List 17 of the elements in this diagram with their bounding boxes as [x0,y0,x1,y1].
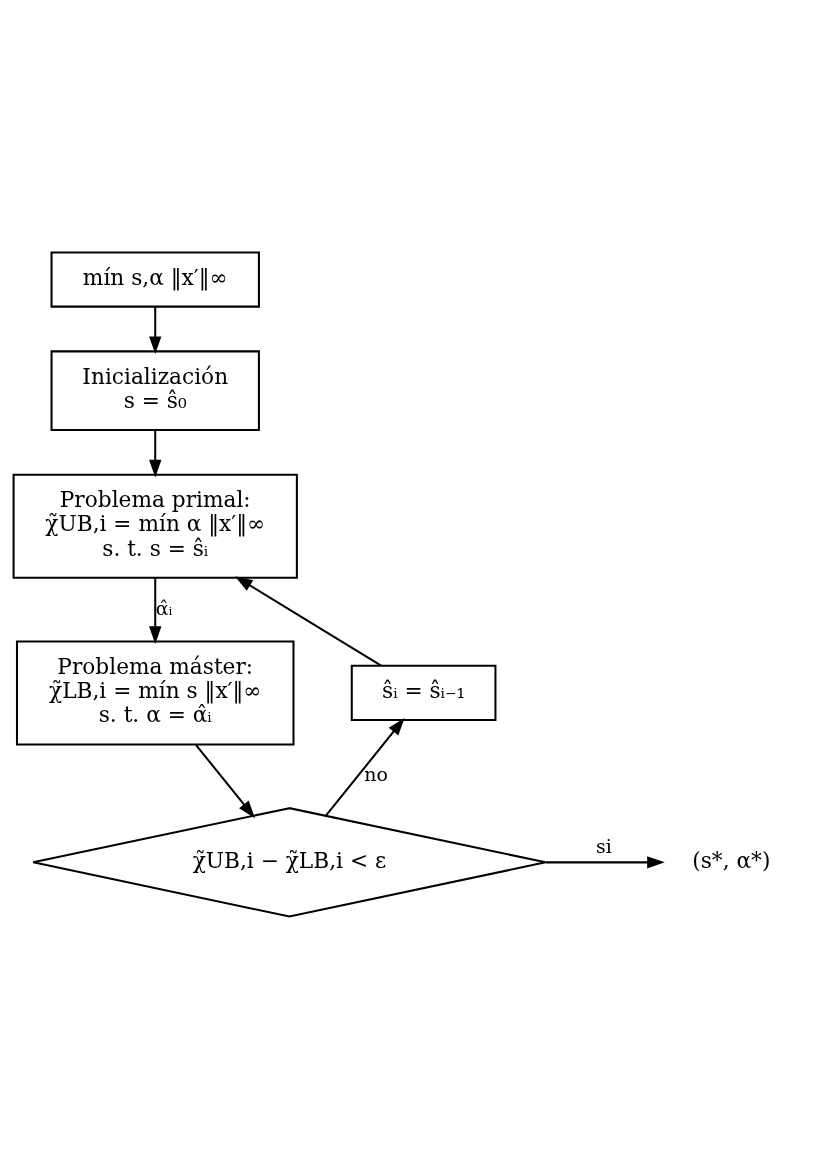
edge-label: no [364,763,388,786]
arrow [149,430,162,478]
arrow [149,578,162,644]
arrow [325,717,405,817]
arrow [234,576,382,667]
node-box: Problema primal: χ̃UB,i = mín α ‖x′‖∞ s. t. s = ŝᵢ [12,473,298,579]
arrow [149,307,162,355]
node-box: ŝᵢ = ŝᵢ₋₁ [350,664,497,722]
node-box: Inicialización s = ŝ₀ [50,350,260,431]
node-text: (s*, α*) [692,847,771,873]
edge-label: α̂ᵢ [155,596,173,619]
arrow [545,856,665,869]
edge-label: si [595,835,612,858]
arrow [195,744,255,819]
node-box: mín s,α ‖x′‖∞ [50,251,260,308]
node-diamond: χ̃UB,i − χ̃LB,i < ε [32,807,547,918]
node-box: Problema máster: χ̃LB,i = mín s ‖x′‖∞ s. t. α = α̂ᵢ [15,640,295,746]
